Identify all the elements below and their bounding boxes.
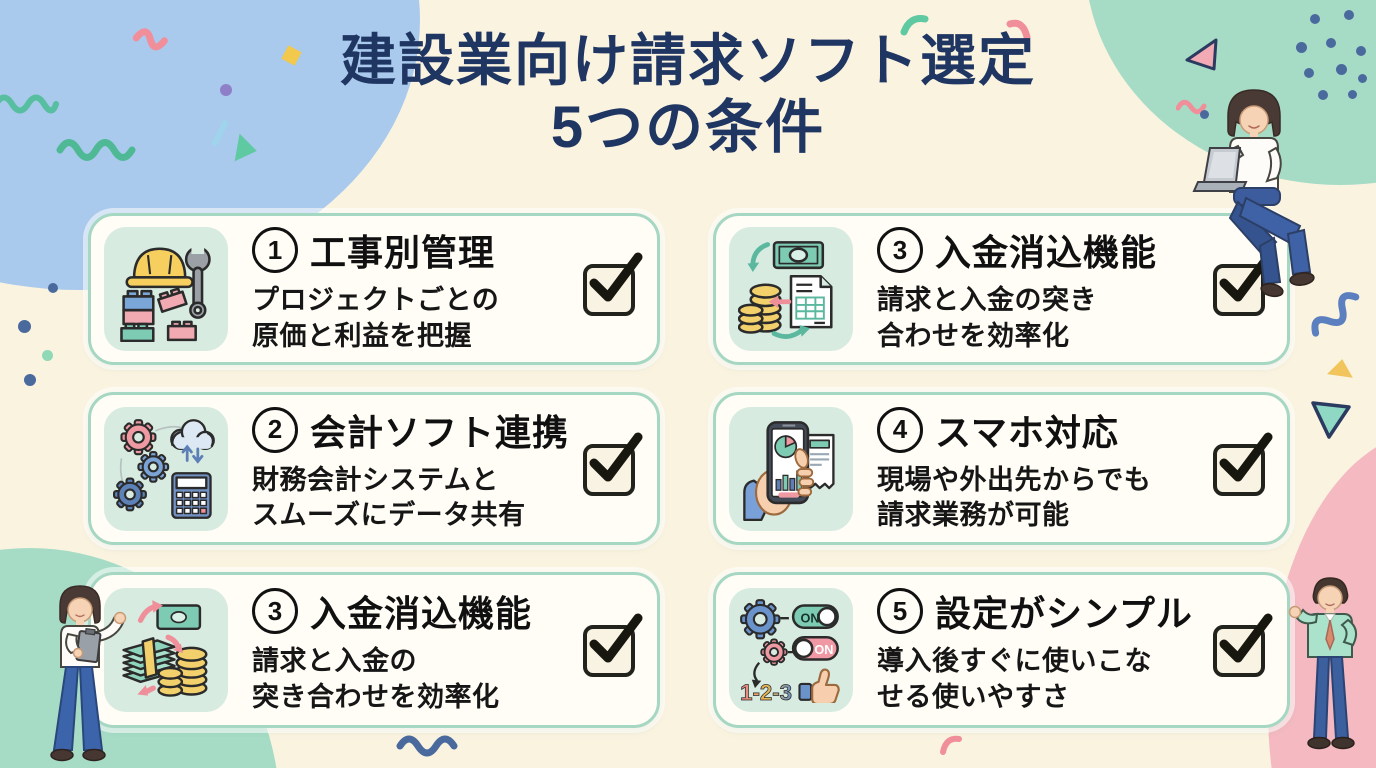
cards-grid: 1 工事別管理 プロジェクトごとの 原価と利益を把握 (88, 213, 1290, 728)
card-title: 2 会計ソフト連携 (252, 404, 569, 456)
checkmark-icon (589, 252, 643, 302)
card-title-text: スマホ対応 (935, 411, 1119, 453)
card-payment-reconciliation: 3 入金消込機能 請求と入金の突き 合わせを効率化 (713, 213, 1290, 365)
card-title-text: 入金消込機能 (310, 593, 533, 635)
blue-dots-cluster (1292, 6, 1372, 118)
pink-confetti-icon (940, 735, 962, 755)
card-description: 財務会計システムと スムーズにデータ共有 (252, 463, 569, 533)
card-description-line2: せる使いやすさ (877, 681, 1070, 712)
blue-dot-icon (18, 320, 31, 333)
pink-squiggle-icon (132, 28, 168, 51)
checkmark-icon (1219, 613, 1273, 663)
pink-confetti-icon (1006, 19, 1031, 41)
blue-squiggle-icon (1311, 292, 1360, 337)
card-title: 3 入金消込機能 (252, 585, 532, 637)
card-description-line2: 請求業務が可能 (877, 500, 1070, 530)
card-simple-setup: ON ON 1-2-3 5 設定がシンプル (713, 572, 1290, 728)
card-title-text: 会計ソフト連携 (310, 411, 570, 453)
card-icon-tile (104, 406, 228, 531)
smartphone-hand-icon (743, 420, 835, 521)
checkmark-icon (1219, 432, 1273, 482)
green-dot-icon (42, 350, 53, 361)
blue-dot-icon (1200, 110, 1209, 119)
checkbox[interactable] (1213, 252, 1273, 317)
pink-triangle-icon (1185, 38, 1218, 71)
teal-confetti-icon (900, 15, 929, 36)
card-icon-tile (729, 406, 853, 531)
number-badge: 5 (877, 588, 923, 635)
checkmark-icon (589, 613, 643, 663)
checkbox[interactable] (1213, 432, 1273, 496)
page-title-line2: 5つの条件 (550, 94, 826, 160)
card-title: 3 入金消込機能 (877, 224, 1157, 276)
card-description-line1: 財務会計システムと (252, 464, 499, 495)
card-accounting-software-sync: 2 会計ソフト連携 財務会計システムと スムーズにデータ共有 (88, 392, 660, 545)
card-icon-tile: ON ON 1-2-3 (729, 588, 853, 712)
card-title-text: 入金消込機能 (935, 232, 1158, 274)
card-description-line2: 合わせを効率化 (877, 320, 1070, 351)
green-wave-icon (0, 94, 59, 114)
simple-setup-icon: ON ON 1-2-3 (740, 599, 840, 703)
cash-and-coins-icon (122, 600, 208, 697)
steps-label: 1-2-3 (740, 680, 792, 703)
card-title: 4 スマホ対応 (877, 404, 1151, 456)
card-description: 請求と入金の突き 合わせを効率化 (877, 283, 1157, 353)
card-description: 導入後すぐに使いこな せる使いやすさ (877, 644, 1193, 714)
card-description: プロジェクトごとの 原価と利益を把握 (252, 283, 499, 353)
number-badge: 2 (252, 406, 298, 453)
page-title: 建設業向け請求ソフト選定 5つの条件 (0, 29, 1376, 161)
accounting-software-sync-icon (113, 418, 215, 519)
blue-squiggle-icon (396, 735, 458, 757)
card-description-line2: 原価と利益を把握 (252, 320, 472, 351)
checkmark-icon (1219, 252, 1273, 302)
construction-tools-icon (120, 242, 211, 342)
card-description-line1: プロジェクトごとの (252, 285, 500, 316)
cyan-slash-icon (212, 120, 228, 146)
card-description-line1: 請求と入金の突き (877, 285, 1097, 316)
checkbox[interactable] (583, 613, 643, 678)
card-construction-management: 1 工事別管理 プロジェクトごとの 原価と利益を把握 (88, 213, 660, 365)
man-presenting-illustration (1288, 577, 1358, 750)
card-title-text: 設定がシンプル (935, 593, 1193, 635)
card-description-line1: 導入後すぐに使いこな (877, 646, 1152, 677)
checkbox[interactable] (1213, 613, 1273, 678)
thumbs-up-icon (798, 668, 840, 703)
card-title: 5 設定がシンプル (877, 585, 1193, 637)
checkbox[interactable] (583, 432, 643, 496)
card-smartphone-support: 4 スマホ対応 現場や外出先からでも 請求業務が可能 (713, 392, 1290, 545)
checkmark-icon (589, 432, 643, 482)
green-wave-icon (56, 139, 136, 161)
card-title: 1 工事別管理 (252, 224, 499, 276)
woman-with-clipboard-illustration (50, 585, 127, 762)
card-description-line1: 請求と入金の (252, 646, 417, 677)
teal-triangle-icon (1311, 401, 1351, 439)
card-description-line1: 現場や外出先からでも (877, 464, 1152, 495)
blue-dot-icon (24, 374, 36, 386)
card-description: 請求と入金の 突き合わせを効率化 (252, 644, 532, 714)
page-title-line1: 建設業向け請求ソフト選定 (340, 29, 1036, 92)
card-icon-tile (729, 227, 853, 351)
toggle-on-label: ON (801, 610, 820, 625)
card-payment-reconciliation-2: 3 入金消込機能 請求と入金の 突き合わせを効率化 (88, 572, 660, 728)
number-badge: 3 (877, 227, 923, 274)
checkbox[interactable] (583, 252, 643, 317)
card-description: 現場や外出先からでも 請求業務が可能 (877, 463, 1151, 533)
number-badge: 3 (252, 588, 298, 635)
green-triangle-icon (234, 133, 257, 162)
number-badge: 4 (877, 406, 923, 453)
yellow-triangle-icon (1327, 359, 1353, 378)
number-badge: 1 (252, 227, 298, 274)
card-description-line2: スムーズにデータ共有 (252, 500, 526, 530)
woman-with-laptop-illustration (1192, 89, 1315, 298)
card-description-line2: 突き合わせを効率化 (252, 681, 500, 712)
payment-reconciliation-icon (738, 241, 833, 339)
purple-dot-icon (220, 84, 232, 96)
card-icon-tile (104, 227, 228, 351)
toggle-on-label: ON (814, 642, 833, 657)
card-title-text: 工事別管理 (310, 232, 496, 274)
card-icon-tile (104, 588, 228, 712)
blue-dot-icon (48, 283, 58, 293)
